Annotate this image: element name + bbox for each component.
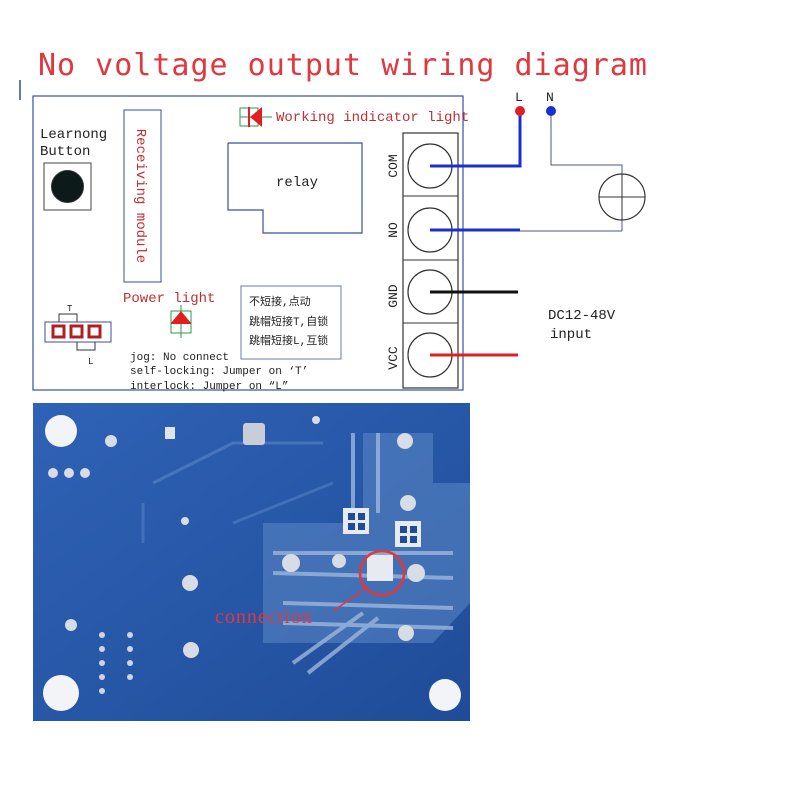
- chinese-note-3: 跳帽短接L,互锁: [249, 333, 328, 348]
- working-indicator-led-icon: [239, 107, 272, 127]
- receiving-module-label: Receiving module: [132, 129, 148, 263]
- jumper-t-label: T: [67, 304, 73, 314]
- jumper-l-label: L: [88, 357, 93, 367]
- terminal-label-com: COM: [386, 154, 401, 177]
- relay-label: relay: [276, 175, 318, 191]
- learn-button-label-line2: Button: [40, 144, 90, 160]
- dc-input-label-line1: DC12-48V: [548, 308, 616, 324]
- n-terminal-dot: [546, 106, 556, 116]
- dc-input-label-line2: input: [550, 327, 592, 343]
- jumper-header-icon: [44, 313, 112, 351]
- mode-note-jog: jog: No connect: [130, 352, 229, 364]
- n-label: N: [546, 90, 554, 105]
- wire-n-to-lamp: [550, 113, 623, 176]
- power-light-led-icon: [170, 305, 192, 338]
- l-terminal-dot: [515, 106, 525, 116]
- connection-pointer-line: [332, 588, 366, 612]
- chinese-note-1: 不短接,点动: [249, 294, 311, 309]
- wire-com-to-l: [430, 113, 522, 168]
- lamp-icon: [598, 173, 646, 221]
- wiring-schematic: COM NO GND VCC Receiving module L N Lear…: [19, 80, 646, 393]
- pcb-photo: [33, 403, 470, 721]
- chinese-notes-box: [240, 285, 342, 360]
- relay-outline: [227, 142, 363, 234]
- l-label: L: [515, 90, 523, 105]
- chinese-note-2: 跳帽短接T,自锁: [249, 314, 328, 329]
- power-light-label: Power light: [123, 291, 215, 307]
- learn-button-knob: [51, 170, 84, 203]
- learn-button-label-line1: Learnong: [40, 127, 107, 143]
- connection-label: connection: [215, 606, 313, 628]
- diagram-title: No voltage output wiring diagram: [38, 48, 648, 83]
- terminal-label-vcc: VCC: [386, 346, 401, 370]
- mode-note-self-locking: self-locking: Jumper on ‘T’: [130, 366, 308, 378]
- working-indicator-label: Working indicator light: [276, 110, 469, 126]
- connection-highlight-circle: [358, 549, 406, 597]
- terminal-label-no: NO: [386, 222, 401, 238]
- terminal-label-gnd: GND: [386, 284, 401, 308]
- receiving-module-box: [123, 109, 162, 283]
- mode-note-interlock: interlock: Jumper on “L”: [130, 381, 288, 393]
